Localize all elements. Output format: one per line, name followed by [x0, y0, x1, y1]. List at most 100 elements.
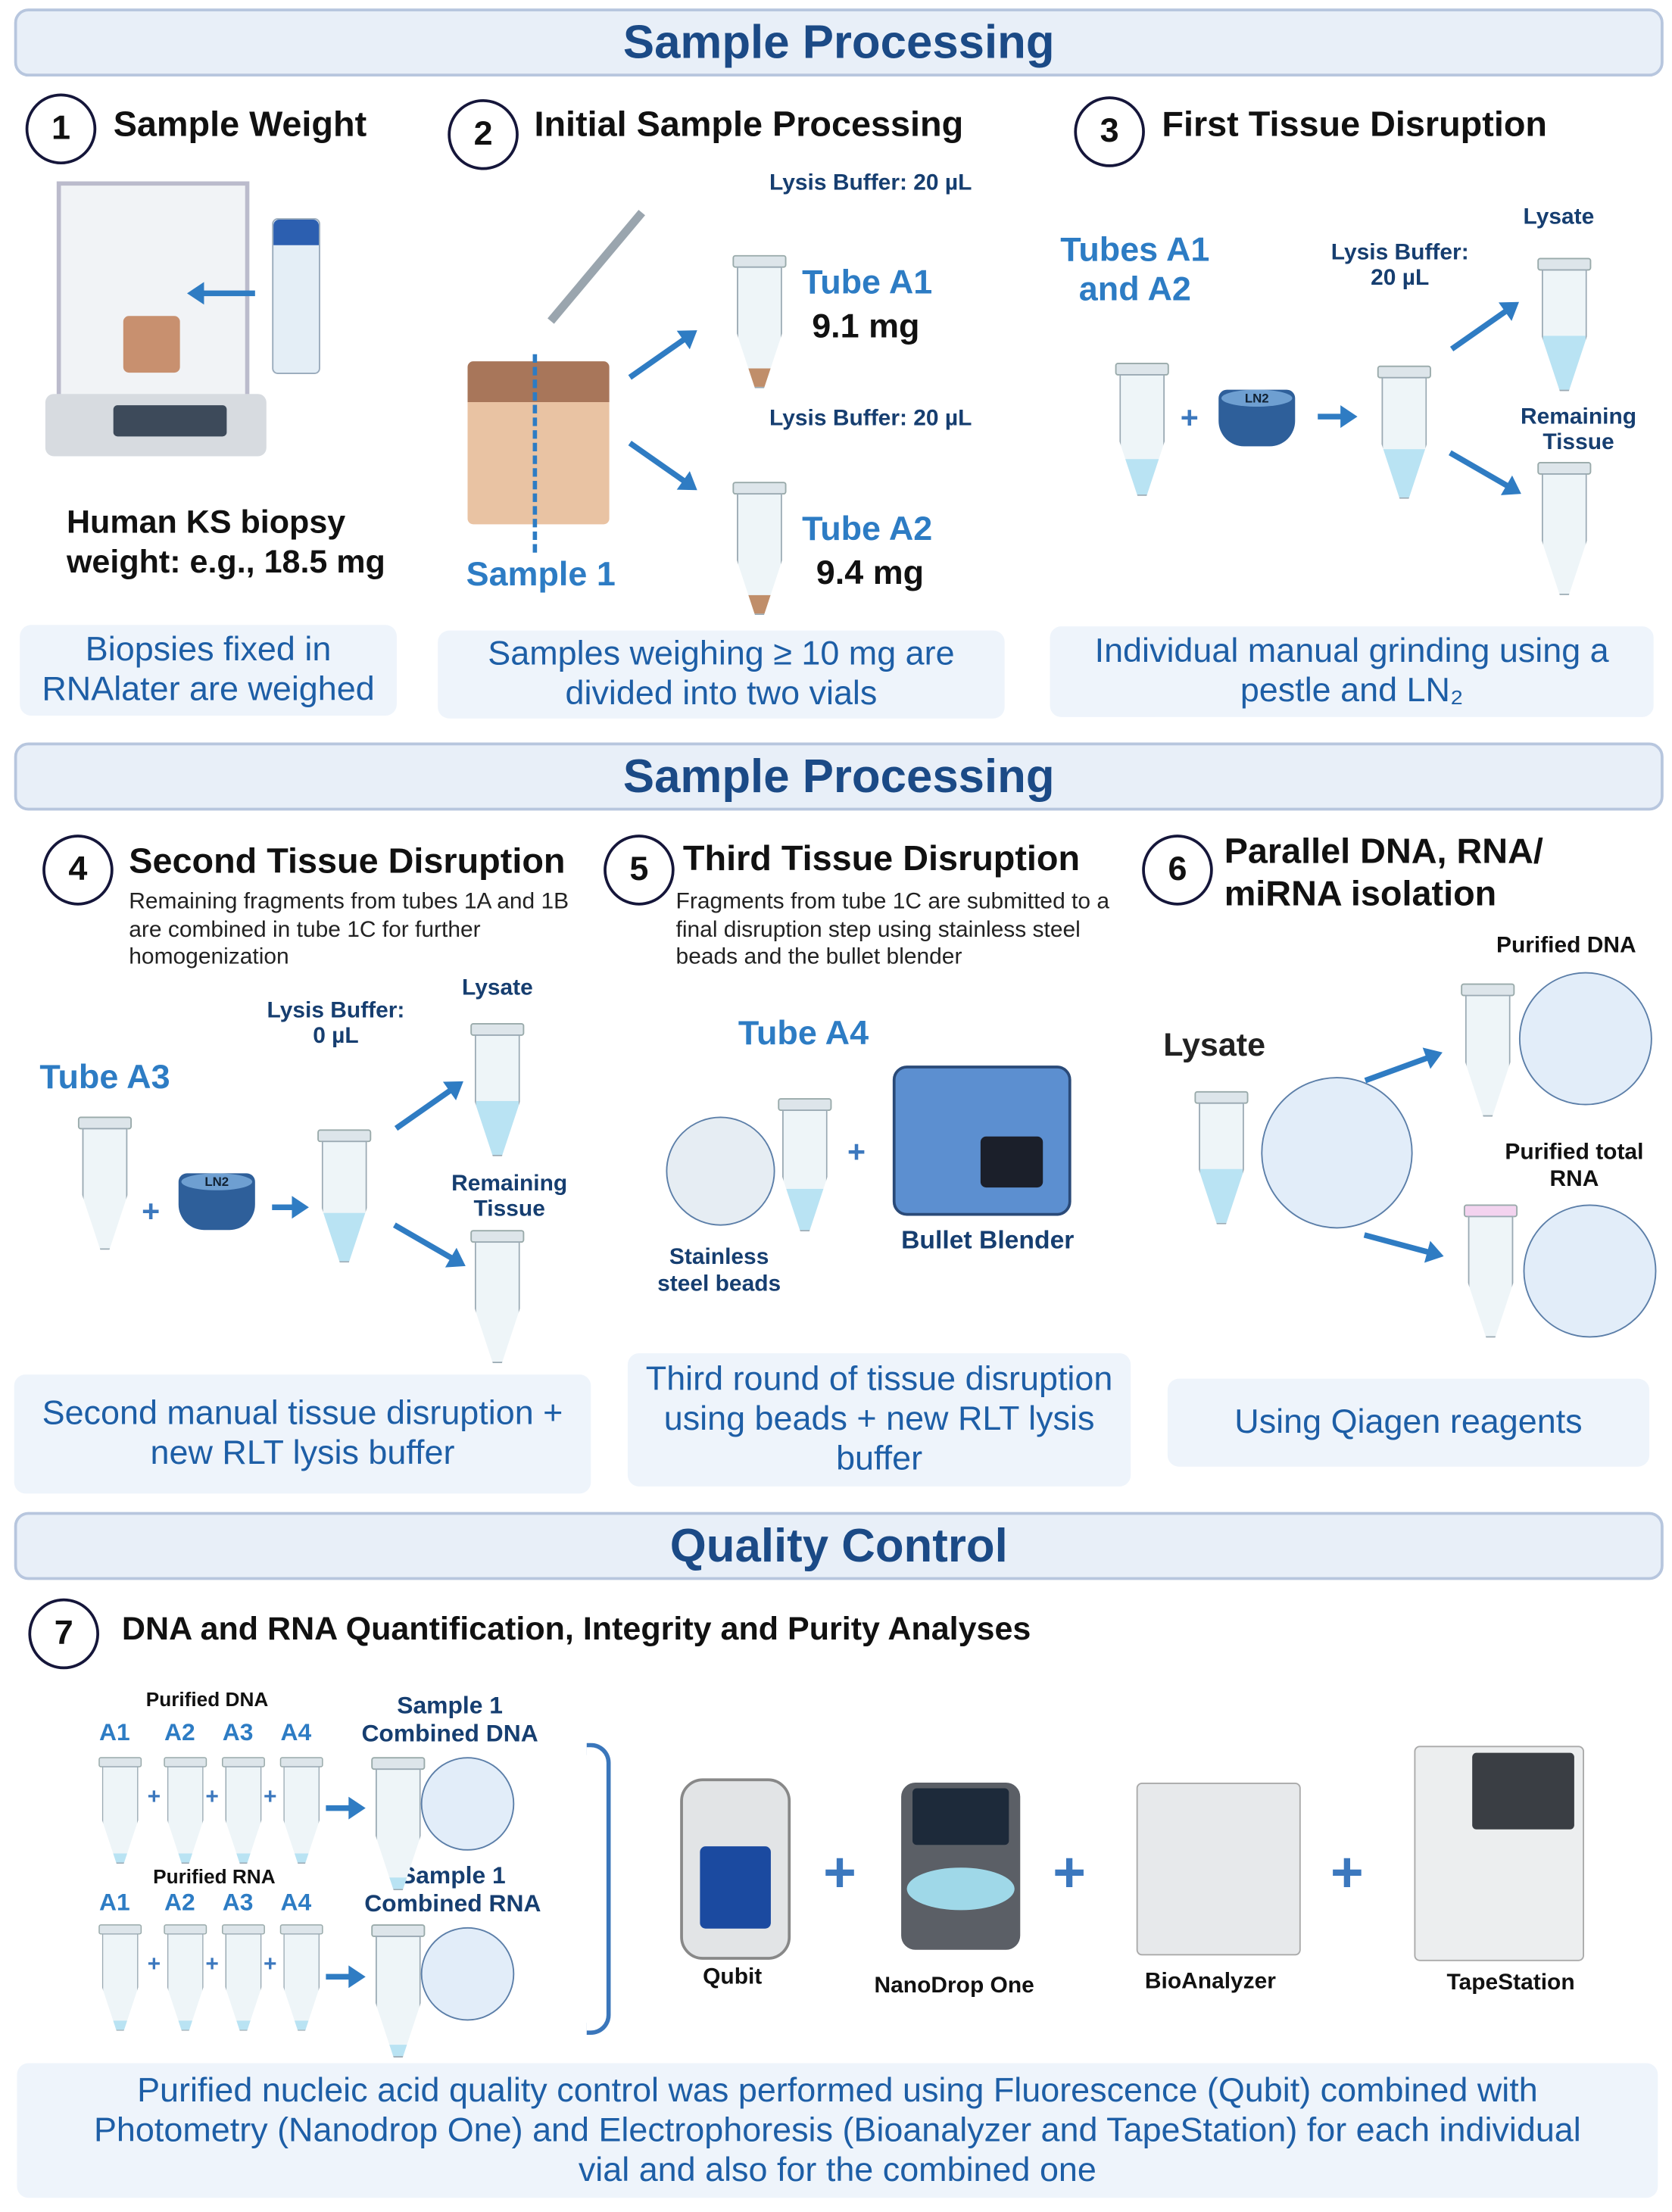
scalpel-icon	[547, 210, 645, 324]
arrow-icon	[1449, 306, 1511, 352]
instrument-label-tapestation: TapeStation	[1446, 1970, 1575, 1995]
combined-dna-label: Sample 1 Combined DNA	[361, 1692, 538, 1748]
tube-icon	[222, 1924, 265, 2031]
tube-label-a1: A1	[98, 1718, 130, 1746]
step-6-caption: Using Qiagen reagents	[1167, 1378, 1650, 1467]
step-7-caption: Purified nucleic acid quality control wa…	[17, 2063, 1658, 2198]
tube-icon	[279, 1924, 323, 2031]
step-7-number: 7	[28, 1598, 99, 1670]
step-5-title: Third Tissue Disruption	[682, 838, 1081, 879]
step-6-title: Parallel DNA, RNA/ miRNA isolation	[1224, 831, 1543, 914]
remaining-tissue-tube-icon	[470, 1230, 525, 1364]
lysate-tube-icon	[1194, 1090, 1249, 1225]
dna-helix-icon	[420, 1757, 515, 1851]
remaining-tissue-label: Remaining Tissue	[1520, 405, 1637, 455]
cut-line	[532, 354, 538, 553]
arrow-icon	[392, 1222, 457, 1263]
combined-dna-tube-icon	[371, 1757, 426, 1891]
section-header-sample-processing-2: Sample Processing	[14, 742, 1664, 811]
tube-a2-label: Tube A2	[802, 510, 933, 549]
skin-tissue-icon	[467, 361, 610, 525]
tube-icon	[222, 1757, 265, 1864]
plus-icon: +	[1053, 1842, 1087, 1905]
plus-icon: +	[1180, 399, 1199, 435]
instrument-label-qubit: Qubit	[703, 1965, 763, 1990]
tapestation-icon	[1414, 1746, 1585, 1961]
plus-icon: +	[264, 1952, 277, 1977]
purified-dna-label: Purified DNA	[145, 1687, 269, 1711]
tube-icon	[778, 1098, 832, 1232]
step-4-number: 4	[42, 835, 114, 906]
plus-icon: +	[205, 1785, 219, 1810]
vial-icon	[272, 218, 320, 374]
arrow-icon	[628, 440, 690, 486]
tubes-a1-a2-label: Tubes A1 and A2	[1060, 231, 1210, 309]
tube-icon	[279, 1757, 323, 1864]
tube-a2-icon	[732, 482, 787, 616]
section-header-quality-control: Quality Control	[14, 1512, 1664, 1580]
tube-a3-label: Tube A3	[39, 1058, 170, 1097]
tube-label-a3: A3	[222, 1718, 254, 1746]
tube-label-a4: A4	[280, 1889, 312, 1916]
lysis-buffer-label: Lysis Buffer: 0 µL	[267, 999, 405, 1049]
step-2-title: Initial Sample Processing	[534, 105, 964, 145]
instrument-label-bioanalyzer: BioAnalyzer	[1144, 1969, 1276, 1994]
tube-icon	[1377, 365, 1431, 499]
step-1-number: 1	[25, 93, 97, 165]
combined-rna-tube-icon	[371, 1924, 426, 2058]
steel-beads-label: Stainless steel beads	[657, 1245, 781, 1297]
tube-a4-label: Tube A4	[738, 1014, 869, 1053]
tube-a2-mass: 9.4 mg	[816, 554, 925, 593]
remaining-tissue-tube-icon	[1537, 462, 1592, 595]
tube-icon	[1115, 363, 1169, 496]
step-3-caption: Individual manual grinding using a pestl…	[1050, 626, 1654, 717]
lysate-tube-icon	[470, 1023, 525, 1156]
lysis-buffer-label: Lysis Buffer: 20 µL	[1330, 241, 1469, 291]
bullet-blender-label: Bullet Blender	[901, 1225, 1075, 1255]
tube-label-a2: A2	[164, 1718, 195, 1746]
step-1-title: Sample Weight	[113, 105, 367, 145]
tube-a1-icon	[732, 254, 787, 388]
lysate-label: Lysate	[462, 976, 533, 1001]
balance-icon	[45, 181, 267, 465]
dna-helix-icon	[1518, 972, 1652, 1106]
plus-icon: +	[142, 1193, 161, 1229]
tube-a1-mass: 9.1 mg	[812, 307, 920, 346]
arrow-icon	[1363, 1232, 1434, 1256]
tube-icon	[98, 1924, 142, 2031]
arrow-icon	[1449, 450, 1513, 491]
arrow-icon	[326, 1965, 366, 1989]
tube-label-a4: A4	[280, 1718, 312, 1746]
step-4-caption: Second manual tissue disruption + new RL…	[14, 1374, 591, 1494]
lysis-buffer-a1: Lysis Buffer: 20 µL	[769, 171, 972, 196]
plus-icon: +	[264, 1785, 277, 1810]
section-header-sample-processing: Sample Processing	[14, 8, 1664, 77]
rna-tube-icon	[1463, 1204, 1518, 1338]
step-1-caption: Biopsies fixed in RNAlater are weighed	[20, 625, 397, 716]
combined-rna-label: Sample 1 Combined RNA	[364, 1861, 541, 1917]
arrow-icon	[1364, 1053, 1433, 1084]
arrow-icon	[394, 1085, 456, 1131]
step-7-title: DNA and RNA Quantification, Integrity an…	[121, 1609, 1031, 1647]
rna-strands-icon	[1523, 1204, 1657, 1338]
tube-label-a2: A2	[164, 1889, 195, 1916]
lysate-tube-icon	[1537, 257, 1592, 392]
purified-dna-label: Purified DNA	[1496, 934, 1636, 958]
qubit-icon	[680, 1778, 791, 1960]
nanodrop-one-icon	[901, 1782, 1021, 1950]
dna-tube-icon	[1461, 983, 1515, 1117]
bullet-blender-icon	[892, 1065, 1072, 1216]
tube-icon	[317, 1129, 372, 1263]
bioanalyzer-icon	[1136, 1782, 1301, 1956]
sample-1-label: Sample 1	[466, 555, 616, 594]
step-3-number: 3	[1074, 96, 1145, 167]
step-6-number: 6	[1142, 835, 1213, 906]
arrow-icon	[628, 334, 690, 380]
tube-icon	[164, 1757, 207, 1864]
purified-rna-label: Purified total RNA	[1505, 1140, 1644, 1192]
ln2-cup-icon: LN2	[1218, 389, 1296, 447]
tube-icon	[98, 1757, 142, 1864]
ln2-cup-icon: LN2	[178, 1173, 255, 1231]
arrow-icon	[1318, 405, 1358, 429]
arrow-icon	[326, 1796, 366, 1820]
